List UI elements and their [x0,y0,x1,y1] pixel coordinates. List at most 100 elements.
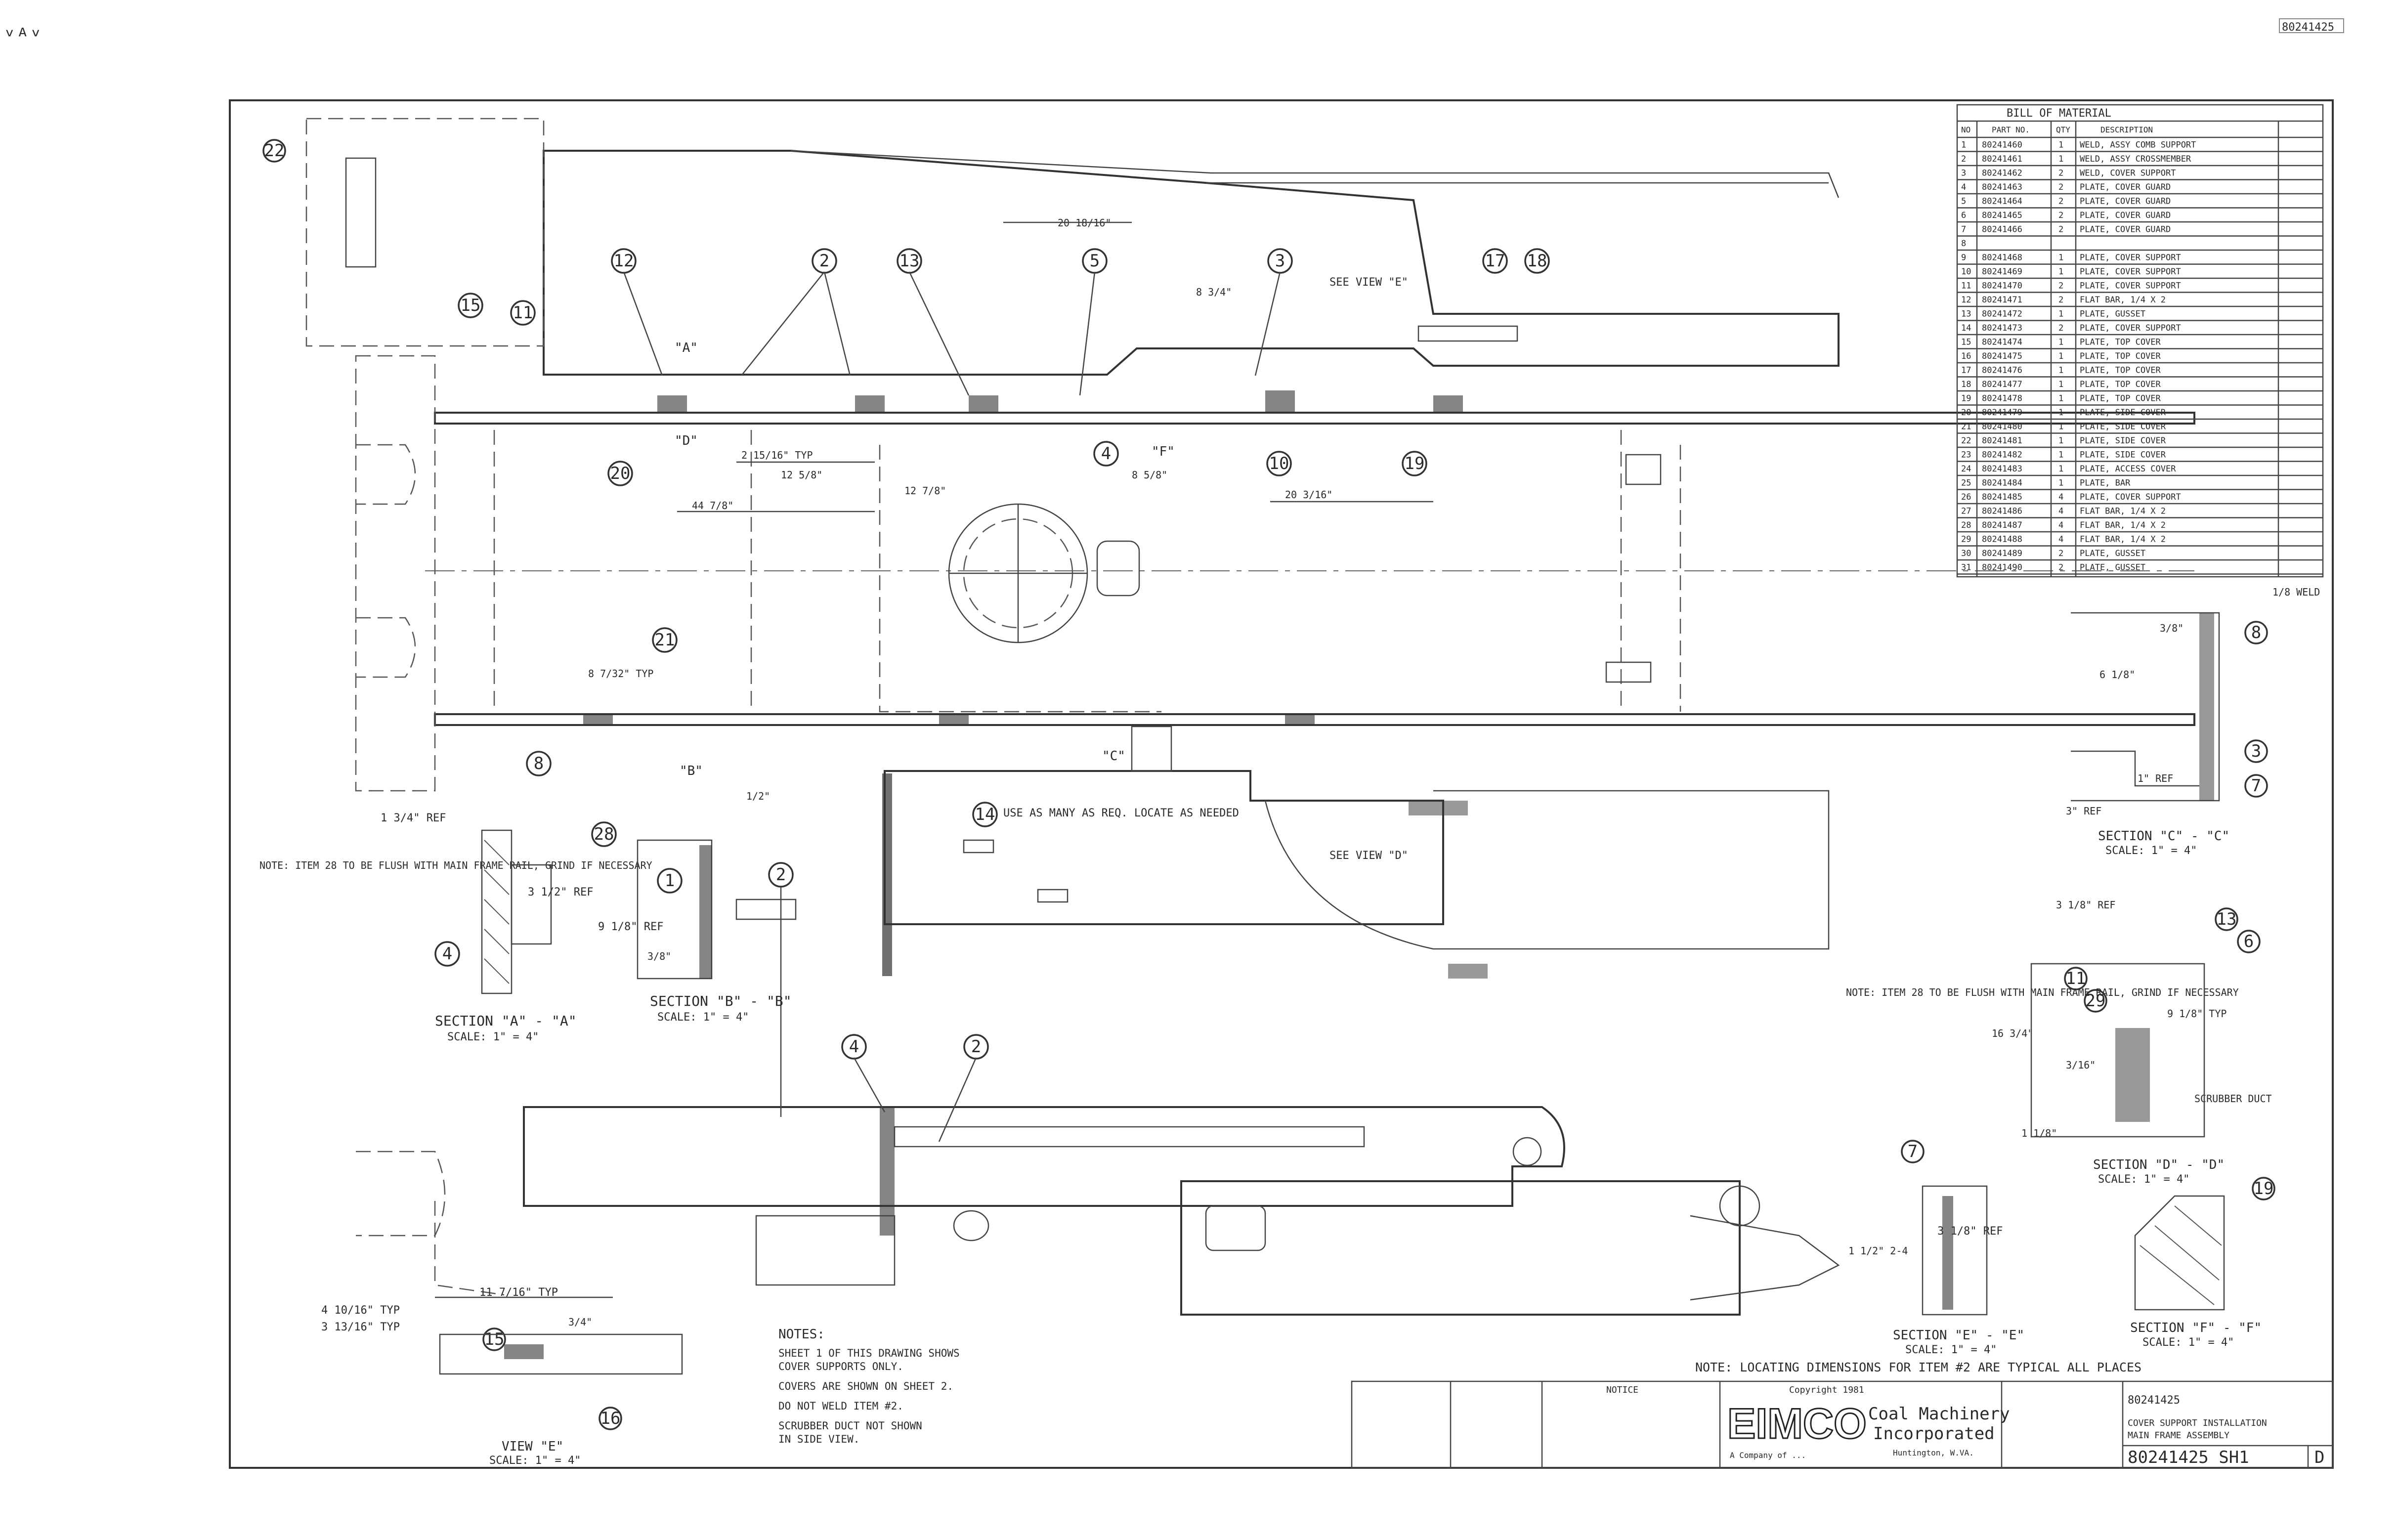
top-ref-box [2279,18,2344,33]
bom-cell: PLATE, COVER SUPPORT [2080,492,2181,502]
bom-cell: 80241462 [1982,169,2022,178]
dim-d13: 3/8" [647,950,671,962]
bom-cell: 1 [2058,380,2063,389]
revision-letter: D [2314,1448,2324,1467]
balloon-5: 5 [1090,251,1100,271]
section-ff: SECTION "F" - "F" SCALE: 1" = 4" [2130,1195,2262,1349]
side-view [356,1106,1840,1316]
balloon-15: 15 [461,296,481,315]
bom-cell: 80241472 [1982,309,2022,319]
dim-d8: 8 5/8" [1132,469,1167,481]
section-aa: SECTION "A" - "A" SCALE: 1" = 4" [435,829,577,1043]
bom-cell: WELD, COVER SUPPORT [2080,169,2176,178]
hex-lug [1096,540,1140,597]
bom-cell: 1 [2058,408,2063,418]
balloon-7b: 7 [1908,1142,1918,1161]
mark-b: "B" [680,764,703,778]
bom-cell: PLATE, COVER SUPPORT [2080,253,2181,263]
bom-cell: 1 [2058,464,2063,474]
bom-cell: 2 [1961,154,1966,164]
bom-cell: 2 [2058,295,2063,305]
section-cc: SECTION "C" - "C" SCALE: 1" = 4" [2071,612,2229,857]
dim-d10: 1 3/4" REF [381,812,446,824]
mark-a: "A" [675,341,698,355]
view-e-title: VIEW "E" [502,1439,563,1454]
balloon-22: 22 [264,141,285,161]
balloon-4: 4 [1101,444,1111,464]
bom-cell: 2 [2058,169,2063,178]
bom-cell: 80241483 [1982,464,2022,474]
dim-d18: 3 1/8" REF [2056,899,2115,911]
bom-cell: 80241468 [1982,253,2022,263]
bom-cell: 80241471 [1982,295,2022,305]
bom-cell: 80241490 [1982,563,2022,573]
dim-d28: 3/4" [568,1316,592,1328]
bom-cell: 26 [1961,492,1971,502]
bom-cell: 1 [2058,140,2063,150]
scrubber-duct-label: SCRUBBER DUCT [2194,1093,2272,1105]
item-balloons: 22 12 2 13 5 3 17 18 15 11 20 4 10 19 21… [262,139,2275,1430]
bom-cell: 80241464 [1982,197,2022,207]
top-cover-outline [543,150,1840,376]
bom-cell: 1 [2058,450,2063,460]
balloon-4c: 4 [849,1037,859,1057]
bom-cell: 1 [1961,140,1966,150]
bom-cell: PLATE, SIDE COVER [2080,436,2166,446]
company-location: Huntington, W.VA. [1893,1448,1974,1457]
mark-f: "F" [1152,444,1175,459]
bom-cell: FLAT BAR, 1/4 X 2 [2080,295,2166,305]
notice-header: NOTICE [1606,1385,1638,1395]
balloon-6: 6 [2244,932,2254,951]
bom-cell: PLATE, ACCESS COVER [2080,464,2176,474]
left-end-hidden [355,355,436,792]
bom-cell: PLATE, GUSSET [2080,563,2145,573]
note-flush-left: NOTE: ITEM 28 TO BE FLUSH WITH MAIN FRAM… [259,859,652,871]
bom-cell: 13 [1961,309,1971,319]
balloon-2: 2 [819,251,829,271]
bom-cell: 29 [1961,535,1971,545]
balloon-15b: 15 [484,1329,505,1349]
bom-cell: PLATE, COVER GUARD [2080,197,2171,207]
balloon-21: 21 [655,630,675,650]
bom-cell: 80241486 [1982,507,2022,516]
upper-frame-rail [434,412,2195,425]
mark-c: "C" [1102,749,1125,764]
bom-cell: 4 [2058,535,2063,545]
bom-cell: 80241482 [1982,450,2022,460]
dim-d15: 3/8" [2160,622,2184,634]
doc-number: 80241425 [2128,1394,2180,1407]
company-line-2: Incorporated [1873,1424,1995,1444]
bom-cell: 80241488 [1982,535,2022,545]
bom-title: BILL OF MATERIAL [2007,107,2111,120]
bom-cell: 21 [1961,422,1971,432]
bom-cell: PLATE, COVER SUPPORT [2080,281,2181,291]
side-view-boom [1180,1180,1741,1316]
dim-d14: 6 1/8" [2099,669,2135,681]
eimco-logo: EIMCO [1727,1400,1867,1448]
bom-cell: 4 [2058,520,2063,530]
dim-d6: 44 7/8" [692,500,733,512]
bom-cell: PLATE, TOP COVER [2080,351,2161,361]
bom-cell: 80241473 [1982,323,2022,333]
dim-d9: 8 7/32" TYP [588,668,653,680]
balloon-4b: 4 [442,944,452,964]
sheet-number: 80241425 SH1 [2128,1448,2249,1467]
bom-cell: PLATE, TOP COVER [2080,366,2161,376]
bom-cell: PLATE, COVER GUARD [2080,182,2171,192]
bill-of-material: BILL OF MATERIAL NO PART NO. QTY DESCRIP… [1956,104,2324,578]
balloon-7: 7 [2251,776,2261,796]
section-ee-title: SECTION "E" - "E" [1893,1328,2024,1343]
main-frame-view [355,150,2195,979]
bom-cell: 8 [1961,239,1966,249]
dim-d26: 3 13/16" TYP [321,1321,400,1333]
balloon-3b: 3 [2251,741,2261,761]
balloon-8: 8 [534,754,544,773]
bom-cell: PLATE, COVER GUARD [2080,225,2171,235]
bom-cell: PLATE, SIDE COVER [2080,408,2166,418]
bom-cell: 80241489 [1982,549,2022,558]
title-block: NOTICE Copyright 1981 EIMCO Coal Machine… [1351,1380,2334,1469]
bom-cell: FLAT BAR, 1/4 X 2 [2080,507,2166,516]
bom-cell: PLATE, SIDE COVER [2080,450,2166,460]
bom-cell: 80241475 [1982,351,2022,361]
bom-cell: 7 [1961,225,1966,235]
